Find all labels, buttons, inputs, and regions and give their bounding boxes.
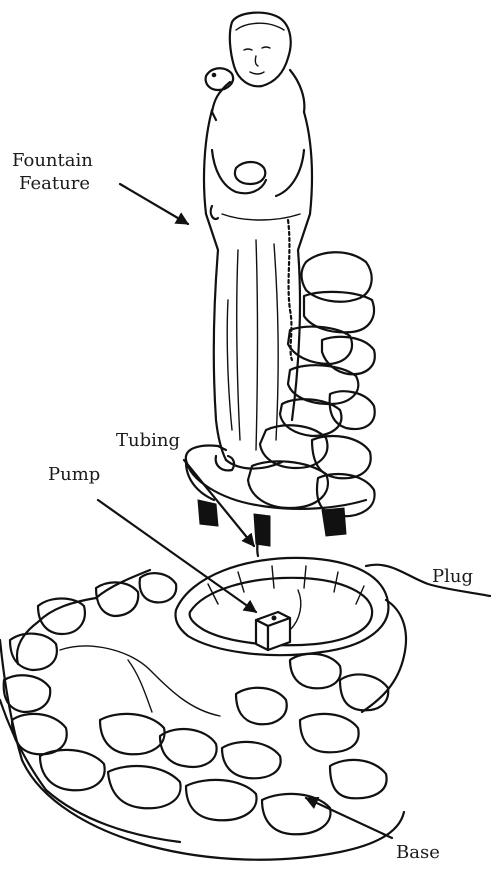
fountain-feature-arrow	[120, 184, 188, 224]
base-arrow	[306, 798, 392, 838]
label-fountain-feature-line1: Fountain	[12, 150, 93, 172]
stone-base	[0, 558, 406, 860]
label-fountain-feature-line2: Feature	[19, 173, 90, 195]
label-pump: Pump	[48, 464, 100, 486]
statue-figure	[204, 13, 312, 471]
pump-arrow	[98, 500, 256, 612]
label-base: Base	[396, 842, 440, 864]
label-tubing: Tubing	[116, 430, 180, 452]
rock-waterfall-column	[248, 252, 375, 516]
label-plug: Plug	[432, 566, 473, 588]
pump-box	[256, 590, 301, 650]
